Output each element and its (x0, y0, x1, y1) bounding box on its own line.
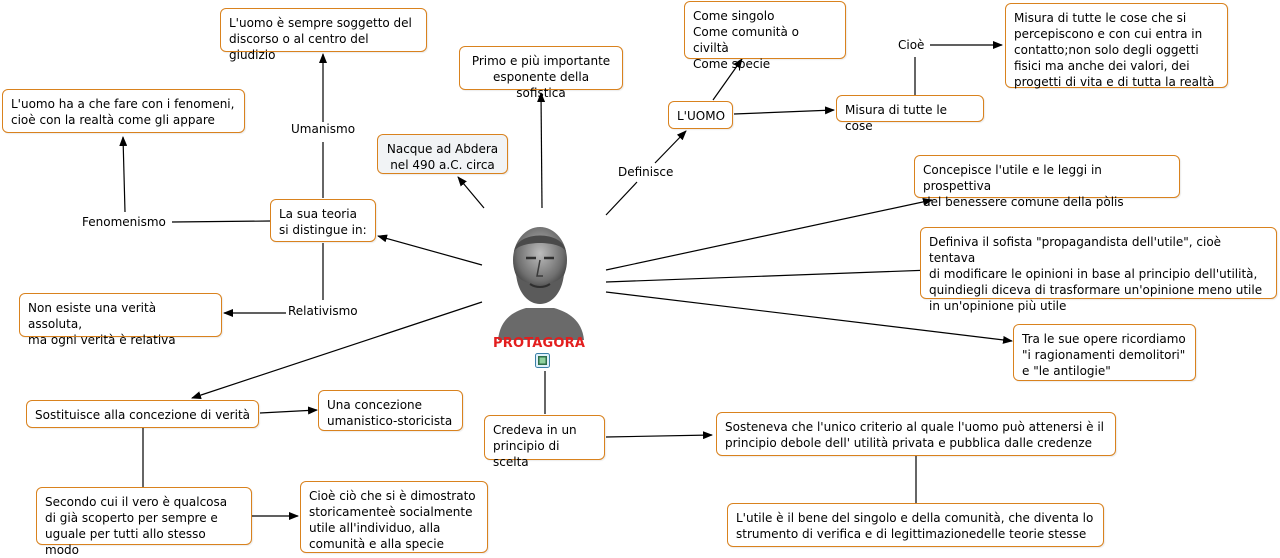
link-center-primo (537, 92, 546, 209)
link-center-utile (605, 197, 933, 271)
central-topic-title[interactable]: PROTAGORA (493, 336, 586, 351)
node-sostituisce[interactable]: Sostituisce alla concezione di verità (26, 400, 259, 428)
link-uomo-singolo (712, 58, 743, 101)
node-vero[interactable]: Secondo cui il vero è qualcosa di già sc… (36, 487, 252, 557)
label-umanismo: Umanismo (289, 122, 358, 136)
node-fenomeni[interactable]: L'uomo ha a che fare con i fenomeni, cio… (2, 89, 245, 133)
link-center-definisce (605, 181, 638, 216)
label-definisce: Definisce (616, 165, 676, 179)
link-scelta-criterio (605, 431, 713, 440)
link-center-sostituisce (191, 301, 483, 399)
link-center-abdera (457, 176, 485, 209)
node-opere[interactable]: Tra le sue opere ricordiamo "i ragioname… (1013, 324, 1196, 381)
link-center-teoria (377, 234, 483, 266)
link-center-opere (605, 291, 1013, 344)
node-verita-relativa[interactable]: Non esiste una verità assoluta, ma ogni … (19, 293, 222, 347)
link-uomo-misura (733, 106, 835, 115)
node-abdera[interactable]: Nacque ad Abdera nel 490 a.C. circa (377, 134, 508, 174)
node-criterio[interactable]: Sosteneva che l'unico criterio al quale … (716, 412, 1116, 456)
node-singolo[interactable]: Come singolo Come comunità o civiltà Com… (684, 1, 846, 71)
node-teoria[interactable]: La sua teoria si distingue in: (270, 199, 376, 242)
link-fenomenismo-fenomeni (119, 136, 128, 213)
bust-portrait-icon (498, 227, 584, 340)
label-fenomenismo: Fenomenismo (80, 215, 168, 229)
node-utile-leggi[interactable]: Concepisce l'utile e le leggi in prospet… (914, 155, 1180, 209)
label-cioe: Cioè (896, 38, 927, 52)
node-propagandista[interactable]: Definiva il sofista "propagandista dell'… (920, 227, 1277, 313)
link-sostituisce-concezione (259, 406, 318, 415)
node-concezione[interactable]: Una concezione umanistico-storicista (318, 390, 463, 431)
node-misura-def[interactable]: Misura di tutte le cose che si percepisc… (1005, 3, 1228, 89)
label-relativismo: Relativismo (286, 304, 360, 318)
link-center-propagandista (605, 266, 932, 283)
link-definisce-uomo (654, 130, 687, 164)
node-dimostrato[interactable]: Cioè ciò che si è dimostrato storicament… (300, 481, 488, 553)
node-misura[interactable]: Misura di tutte le cose (836, 95, 984, 133)
node-discorso[interactable]: L'uomo è sempre soggetto del discorso o … (220, 8, 427, 62)
link-teoria-fenomenismo (171, 220, 271, 223)
node-uomo[interactable]: L'UOMO (668, 101, 733, 129)
node-bene[interactable]: L'utile è il bene del singolo e della co… (727, 503, 1104, 547)
film-icon[interactable] (535, 353, 550, 368)
node-primo[interactable]: Primo e più importante esponente della s… (459, 46, 623, 100)
node-scelta[interactable]: Credeva in un principio di scelta (484, 415, 605, 469)
